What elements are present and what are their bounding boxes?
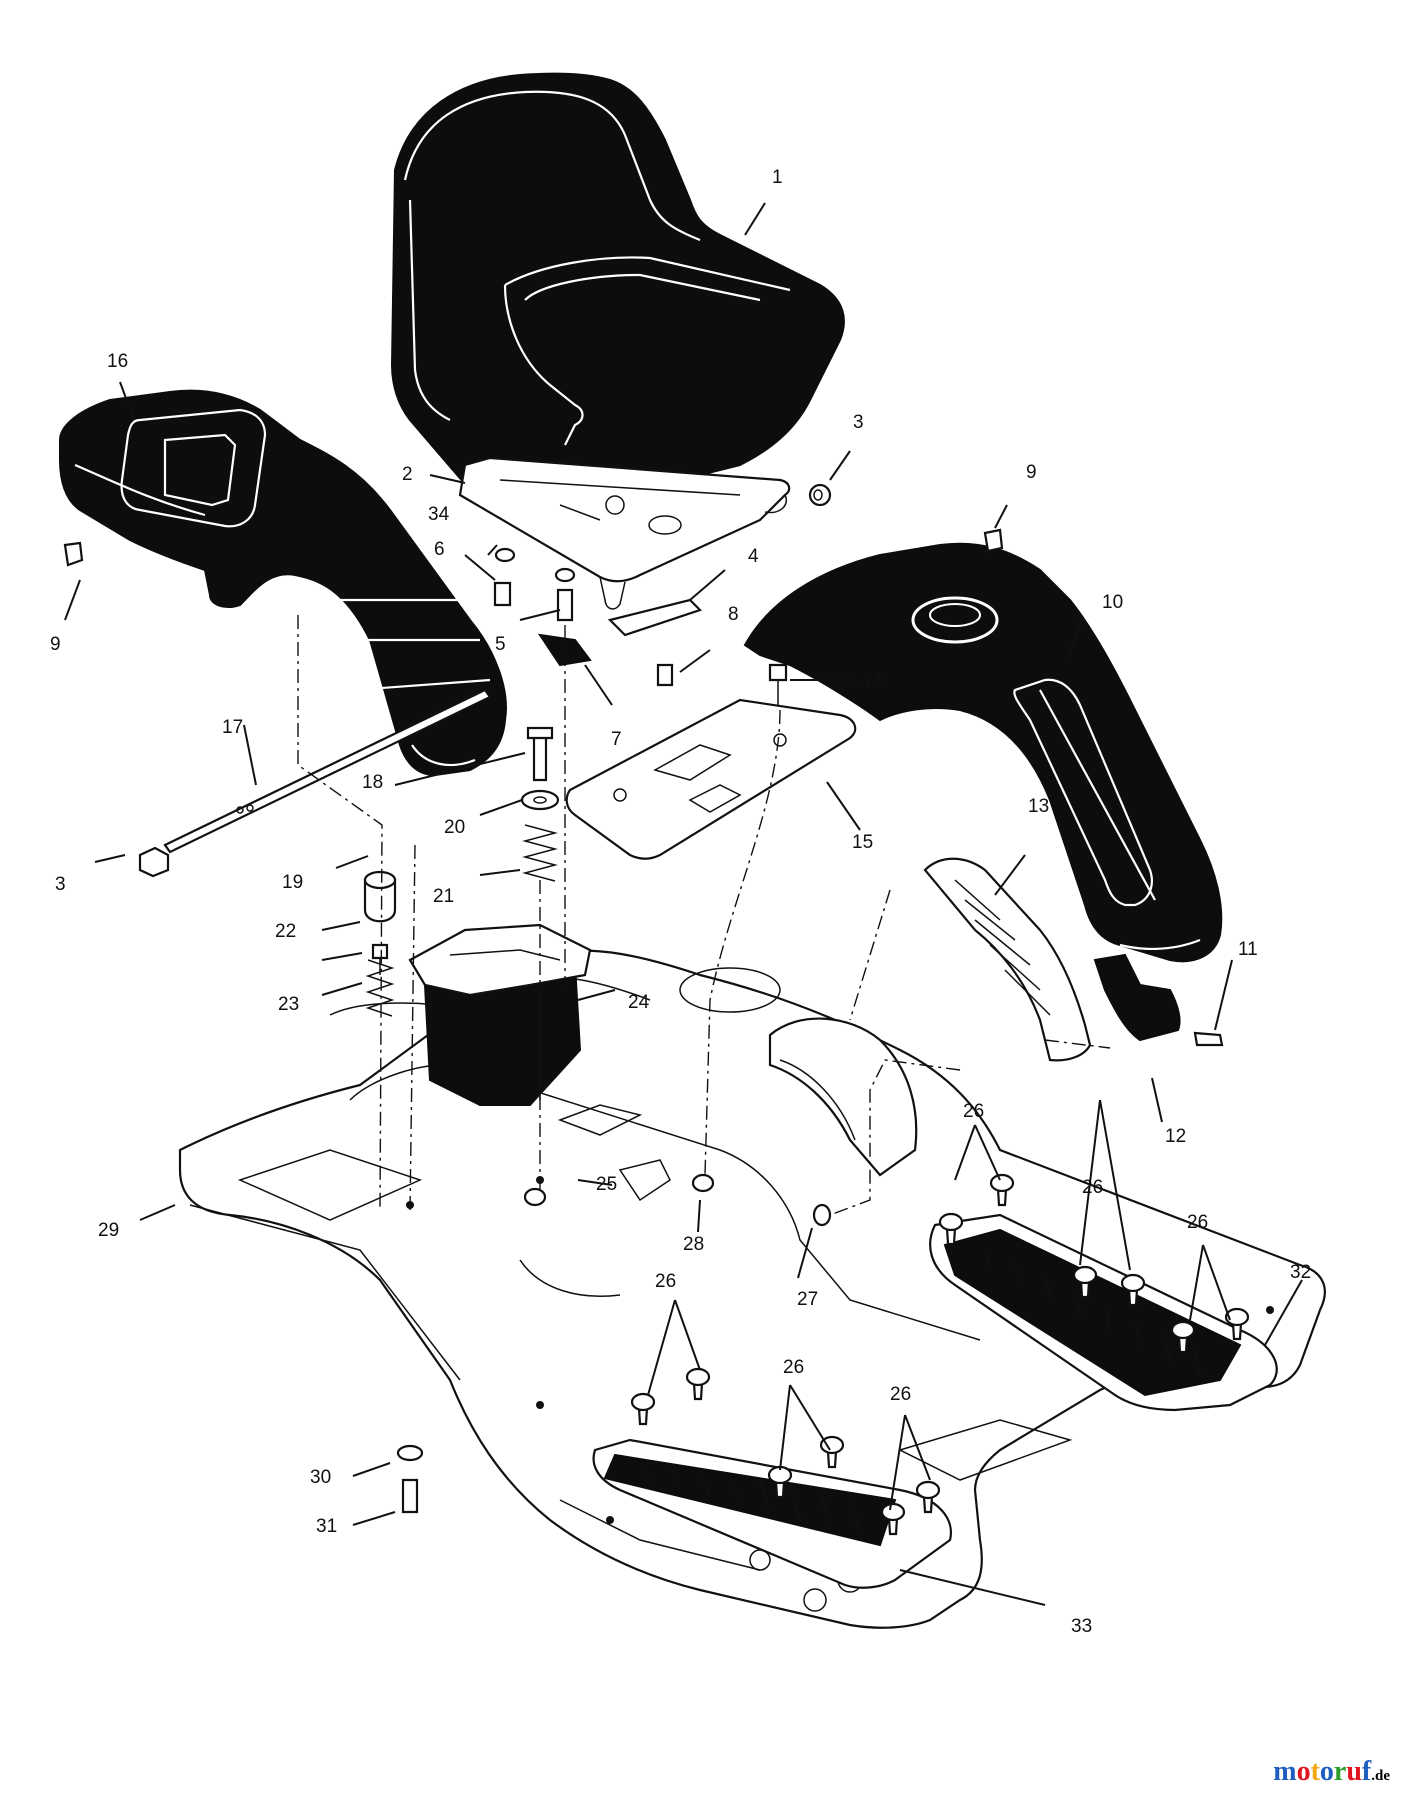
leader-lines xyxy=(64,202,1303,1606)
label-part-26-b: 26 xyxy=(1082,1177,1103,1198)
label-part-3-right: 3 xyxy=(853,412,864,433)
label-part-17: 17 xyxy=(222,717,243,738)
label-part-9-right: 9 xyxy=(1026,462,1037,483)
bolt-part-22 xyxy=(371,943,389,975)
label-part-4: 4 xyxy=(748,546,759,567)
label-part-15: 15 xyxy=(852,832,873,853)
push-rivet xyxy=(938,1212,964,1246)
push-rivet xyxy=(989,1173,1015,1207)
bolt-part-14 xyxy=(768,663,788,705)
bolt-part-18 xyxy=(526,726,554,782)
push-rivet xyxy=(630,1392,656,1426)
label-part-24: 24 xyxy=(628,992,650,1013)
seat-part-1 xyxy=(390,72,845,515)
label-part-18: 18 xyxy=(362,772,383,793)
watermark-logo: motoruf.de xyxy=(1273,1756,1390,1788)
bolt-part-31 xyxy=(401,1478,419,1514)
label-part-7: 7 xyxy=(611,729,622,750)
label-part-13: 13 xyxy=(1028,796,1049,817)
label-part-20: 20 xyxy=(444,817,465,838)
watermark-suffix: .de xyxy=(1371,1768,1390,1784)
label-part-33: 33 xyxy=(1071,1616,1092,1637)
label-part-31: 31 xyxy=(316,1516,337,1537)
label-part-30: 30 xyxy=(310,1467,331,1488)
footrest-left-part-33 xyxy=(592,1438,952,1589)
label-part-1: 1 xyxy=(772,167,783,188)
label-part-34: 34 xyxy=(428,504,450,525)
label-part-10: 10 xyxy=(1102,592,1123,613)
label-part-26-a: 26 xyxy=(963,1101,984,1122)
label-part-23: 23 xyxy=(278,994,299,1015)
label-part-27: 27 xyxy=(797,1289,818,1310)
chassis-body-part-29 xyxy=(178,949,1326,1629)
push-rivet xyxy=(1120,1273,1146,1307)
spring-part-21 xyxy=(522,824,558,882)
label-part-2: 2 xyxy=(402,464,413,485)
label-part-6: 6 xyxy=(434,539,445,560)
label-part-14: 14 xyxy=(862,671,884,692)
nut-part-3-right xyxy=(808,483,832,507)
rivets-part-26 xyxy=(630,1173,1250,1536)
push-rivet xyxy=(915,1480,941,1514)
battery-box-part-24 xyxy=(408,923,592,1106)
label-part-9-left: 9 xyxy=(50,634,61,655)
bracket-part-13 xyxy=(923,857,1092,1062)
push-rivet xyxy=(685,1367,711,1401)
clip-part-9-right xyxy=(983,528,1004,553)
label-part-26-e: 26 xyxy=(783,1357,804,1378)
assembly-lines xyxy=(297,615,1111,1216)
push-rivet xyxy=(767,1465,793,1499)
push-rivet xyxy=(1224,1307,1250,1341)
knob-part-19 xyxy=(363,870,397,923)
label-part-32: 32 xyxy=(1290,1262,1311,1283)
watermark-brand: motoruf xyxy=(1273,1756,1372,1787)
washer-part-5 xyxy=(554,567,576,622)
part-labels: 1 2 3 3 4 5 6 7 8 9 9 10 11 12 13 14 15 … xyxy=(50,167,1311,1637)
washer-part-20 xyxy=(520,789,560,811)
label-part-3-left: 3 xyxy=(55,874,66,895)
bolt-part-6 xyxy=(493,581,512,607)
label-part-12: 12 xyxy=(1165,1126,1186,1147)
bracket-part-7 xyxy=(537,633,592,667)
push-rivet xyxy=(880,1502,906,1536)
label-part-25: 25 xyxy=(596,1174,617,1195)
nut-part-28 xyxy=(691,1173,715,1193)
mounting-plate-part-15 xyxy=(565,698,857,860)
label-part-5: 5 xyxy=(495,634,506,655)
nut-part-25 xyxy=(523,1187,547,1207)
seat-pan-part-2 xyxy=(458,456,791,610)
right-fender-part-10 xyxy=(743,542,1223,963)
footrest-right-part-32 xyxy=(929,1213,1278,1412)
label-part-28: 28 xyxy=(683,1234,704,1255)
label-part-8: 8 xyxy=(728,604,739,625)
bracket-part-4 xyxy=(607,598,703,637)
bracket-part-12 xyxy=(1093,953,1181,1042)
push-rivet xyxy=(1170,1320,1196,1354)
bolt-part-8 xyxy=(656,663,674,687)
label-part-21: 21 xyxy=(433,886,454,907)
nut-part-3-left xyxy=(138,846,170,878)
push-rivet xyxy=(819,1435,845,1469)
left-fender-part-16 xyxy=(59,389,507,777)
center-fender-tunnel xyxy=(768,1017,918,1177)
washer-part-34 xyxy=(494,547,516,563)
label-part-11: 11 xyxy=(1238,939,1258,960)
label-part-26-d: 26 xyxy=(655,1271,676,1292)
label-part-16: 16 xyxy=(107,351,128,372)
spring-part-23 xyxy=(365,959,395,1017)
label-part-26-f: 26 xyxy=(890,1384,911,1405)
label-part-26-c: 26 xyxy=(1187,1212,1208,1233)
clip-part-9-left xyxy=(63,541,84,567)
washer-part-30 xyxy=(396,1444,424,1462)
rod-part-17 xyxy=(163,688,492,854)
label-part-22: 22 xyxy=(275,921,296,942)
push-rivet xyxy=(1072,1265,1098,1299)
label-part-29: 29 xyxy=(98,1220,119,1241)
screw-part-11 xyxy=(1193,1031,1224,1047)
label-part-19: 19 xyxy=(282,872,303,893)
nut-part-27 xyxy=(812,1203,832,1227)
